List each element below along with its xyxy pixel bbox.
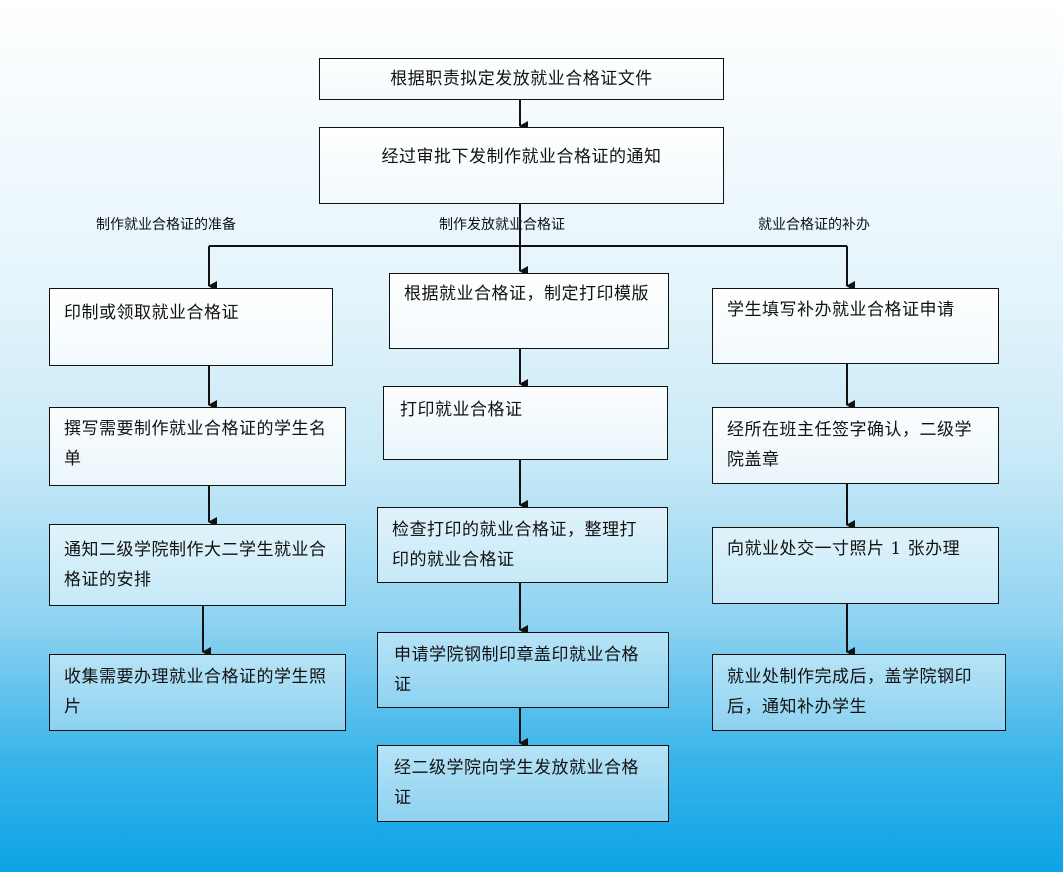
reissue-step-3: 向就业处交一寸照片 1 张办理 <box>712 527 999 604</box>
issue-step-5: 经二级学院向学生发放就业合格证 <box>377 745 669 822</box>
reissue-step-2: 经所在班主任签字确认，二级学院盖章 <box>712 407 999 484</box>
prepare-step-3: 通知二级学院制作大二学生就业合格证的安排 <box>49 524 346 606</box>
title-step-text: 根据职责拟定发放就业合格证文件 <box>390 69 653 89</box>
notice-step-box: 经过审批下发制作就业合格证的通知 <box>319 127 724 204</box>
reissue-step-4: 就业处制作完成后，盖学院钢印后，通知补办学生 <box>712 654 1006 731</box>
issue-step-2: 打印就业合格证 <box>383 386 668 460</box>
issue-step-4: 申请学院钢制印章盖印就业合格证 <box>377 632 669 708</box>
reissue-step-1: 学生填写补办就业合格证申请 <box>712 288 999 364</box>
branch-label-issue: 制作发放就业合格证 <box>439 217 565 233</box>
issue-step-3: 检查打印的就业合格证，整理打印的就业合格证 <box>377 507 668 583</box>
branch-label-reissue: 就业合格证的补办 <box>758 217 870 233</box>
prepare-step-1: 印制或领取就业合格证 <box>49 288 333 366</box>
notice-step-text: 经过审批下发制作就业合格证的通知 <box>381 147 662 167</box>
prepare-step-2: 撰写需要制作就业合格证的学生名单 <box>49 407 346 486</box>
issue-step-1: 根据就业合格证，制定打印模版 <box>389 273 669 349</box>
title-step-box: 根据职责拟定发放就业合格证文件 <box>319 58 724 100</box>
branch-label-prepare: 制作就业合格证的准备 <box>96 217 236 233</box>
prepare-step-4: 收集需要办理就业合格证的学生照片 <box>49 654 346 731</box>
